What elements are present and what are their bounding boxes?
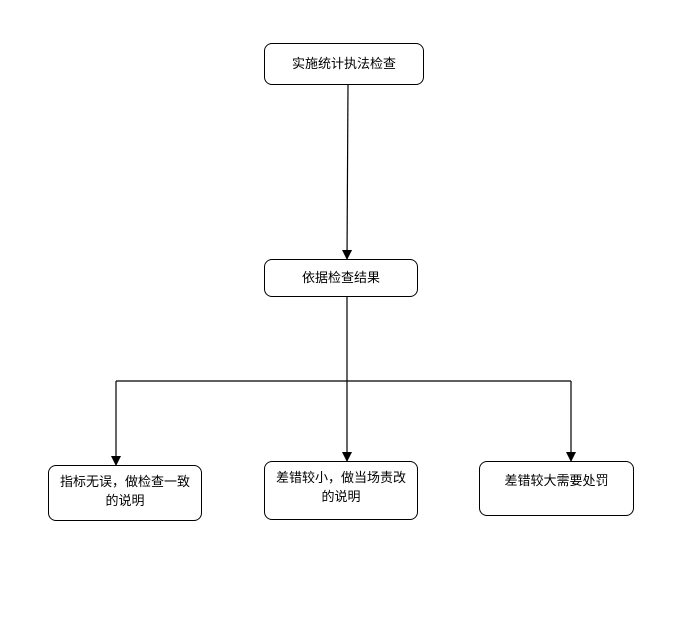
node-decision: 依据检查结果 (264, 259, 418, 297)
node-start-label: 实施统计执法检查 (291, 56, 396, 72)
node-outcome-no-error: 指标无误，做检查一致的说明 (48, 465, 202, 521)
node-outcome-large-error-label: 差错较大需要处罚 (504, 474, 609, 489)
node-outcome-large-error: 差错较大需要处罚 (479, 461, 634, 516)
arrow-start-to-decision (342, 84, 353, 260)
node-outcome-small-error-label: 差错较小，做当场责改的说明 (275, 471, 406, 505)
node-outcome-small-error: 差错较小，做当场责改的说明 (264, 461, 418, 520)
node-start: 实施统计执法检查 (264, 43, 424, 85)
node-outcome-no-error-label: 指标无误，做检查一致的说明 (59, 475, 190, 509)
node-decision-label: 依据检查结果 (301, 270, 380, 286)
